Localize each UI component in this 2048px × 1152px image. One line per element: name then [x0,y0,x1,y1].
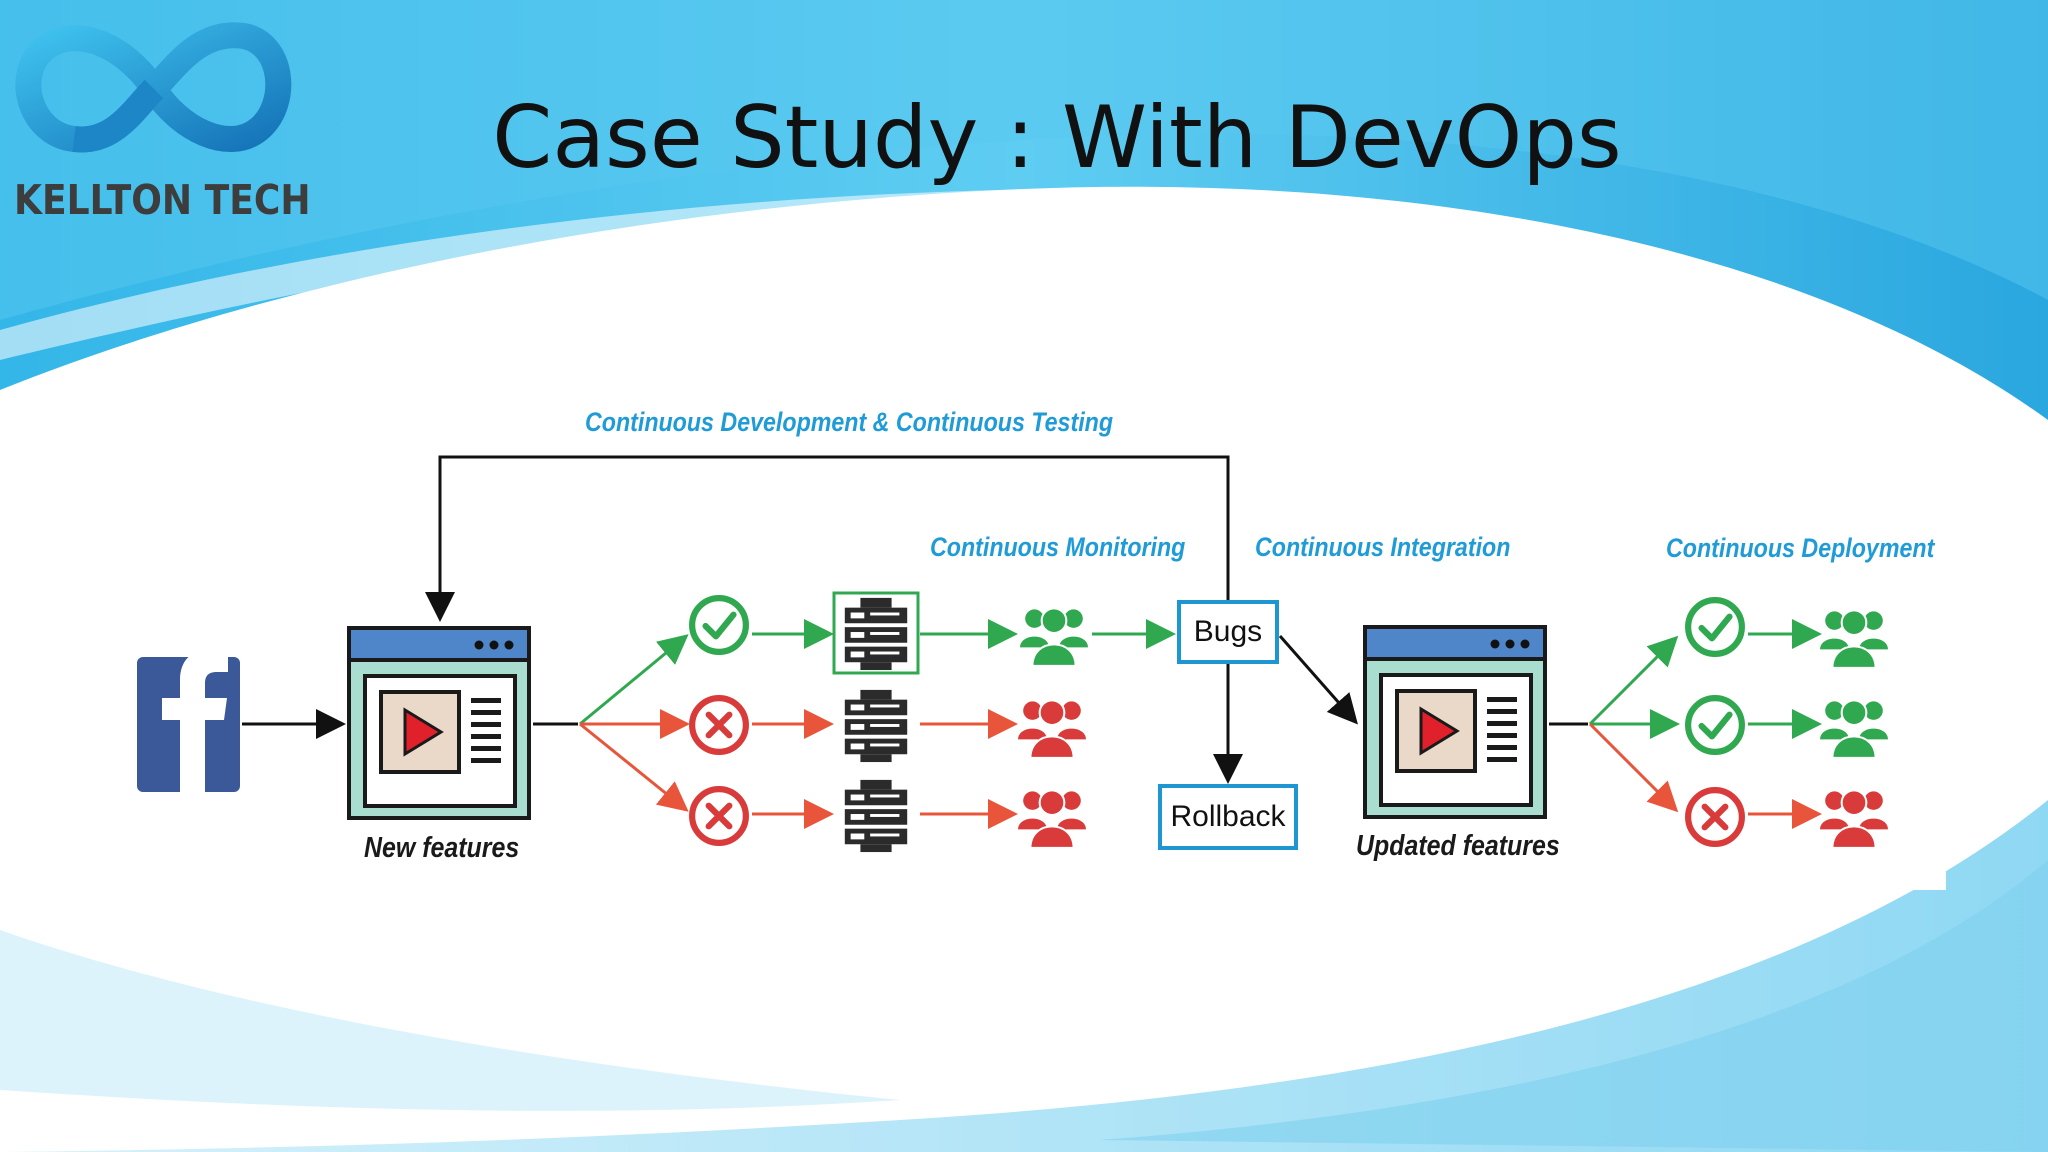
highlight-frame [832,591,920,675]
label-monitoring: Continuous Monitoring [930,532,1186,562]
arrow-bugs-to-updated [1278,635,1358,725]
feedback-loop-line [425,455,1230,622]
users-group-icon [1819,789,1889,849]
x-circle-icon [692,698,746,752]
rollback-box: Rollback [1158,784,1298,850]
x-circle-icon [1688,790,1742,844]
caption-updated-features: Updated features [1356,830,1560,862]
bugs-box: Bugs [1177,600,1279,664]
arrow-branch-pass [579,634,689,726]
caption-new-features: New features [364,832,520,864]
kellton-infinity-logo-icon [15,22,292,153]
label-dev-testing: Continuous Development & Continuous Test… [585,407,1114,437]
facebook-icon [137,650,240,792]
new-features-window-icon [347,626,531,820]
check-circle-icon [692,598,746,652]
arrow-branch-fail-2 [579,722,689,812]
logo-wordmark: KELLTON TECH [14,176,311,224]
x-circle-icon [692,789,746,843]
check-circle-icon [1688,698,1742,752]
users-group-icon [1819,609,1889,669]
server-icon [844,779,908,853]
users-group-icon [1019,607,1089,667]
flow-arrow [1588,635,1679,726]
users-group-icon [1017,699,1087,759]
label-integration: Continuous Integration [1255,532,1511,562]
users-group-icon [1819,699,1889,759]
server-icon [844,689,908,763]
label-deployment: Continuous Deployment [1666,533,1935,563]
users-group-icon [1017,789,1087,849]
server-icon [844,597,908,671]
flow-arrow [1588,722,1679,813]
check-circle-icon [1688,600,1742,654]
updated-features-window-icon [1363,625,1547,819]
slide-title: Case Study : With DevOps [492,88,1622,188]
